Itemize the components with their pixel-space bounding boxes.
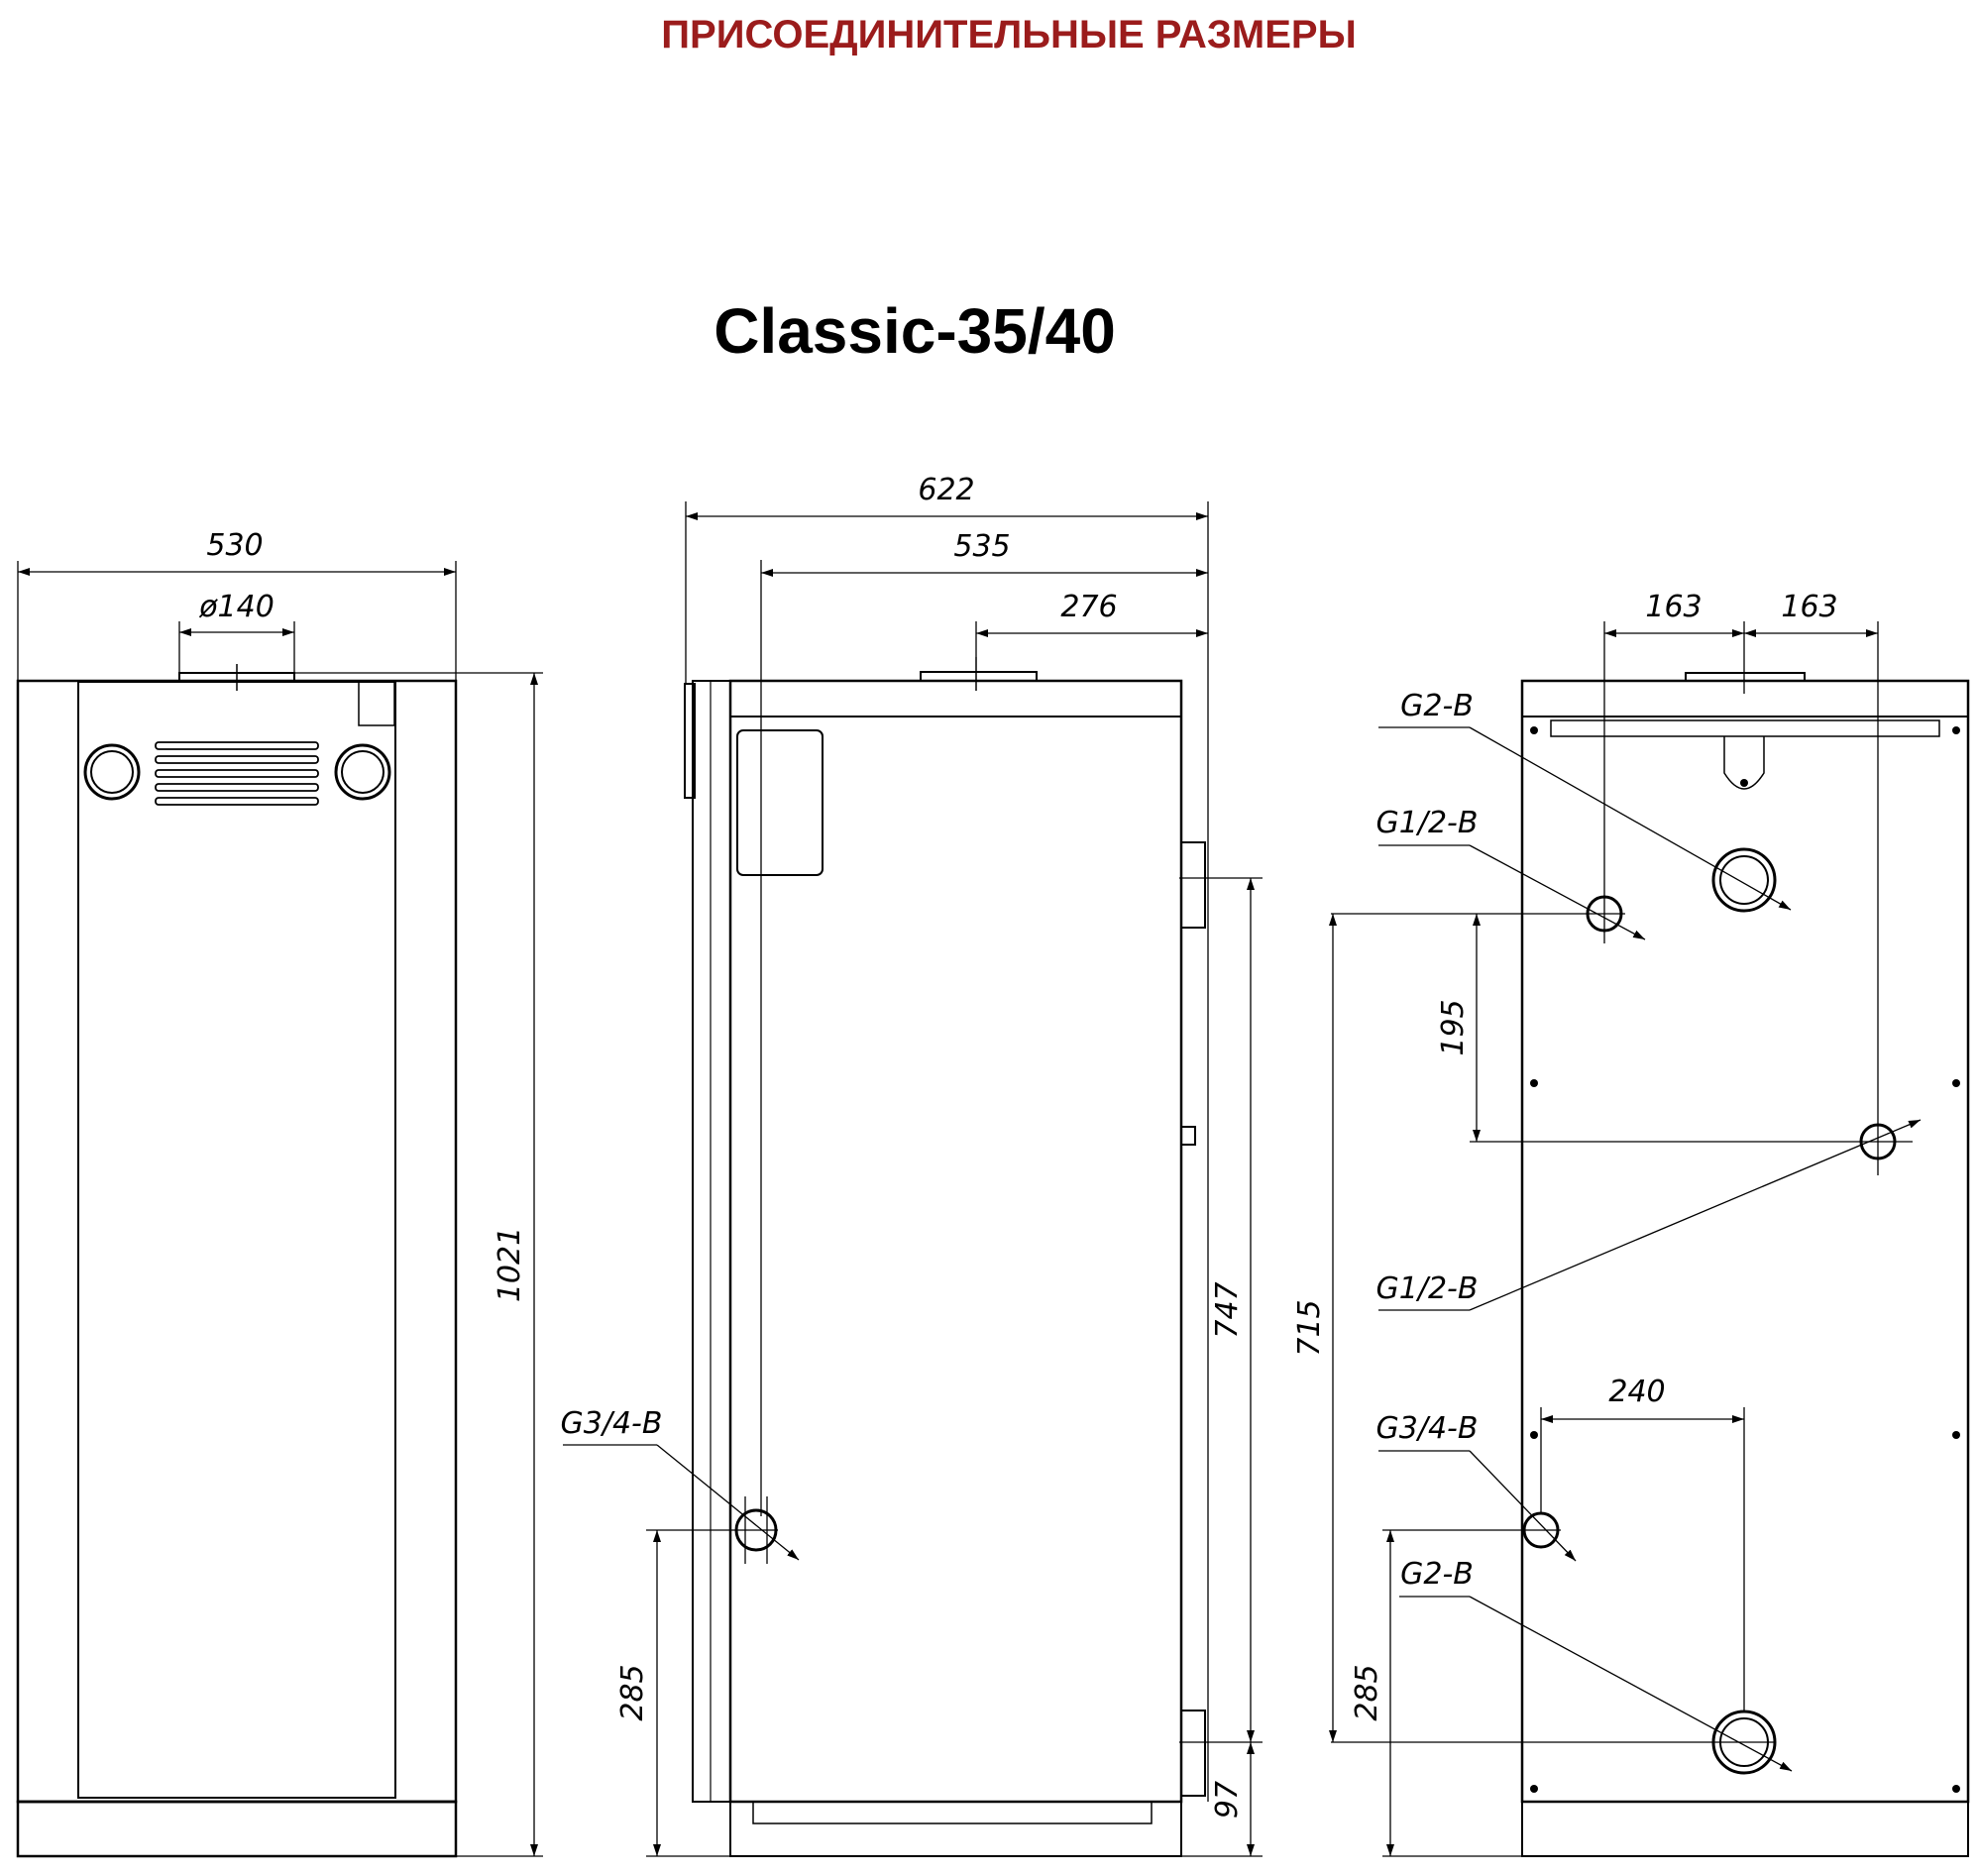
rear-top-outlet-icon [1711, 847, 1777, 913]
rear-upper-small-label: G1/2-B [1376, 806, 1479, 840]
side-depth-body-label: 535 [953, 529, 1010, 564]
front-width-label: 530 [206, 528, 263, 563]
rear-bottom-inlet-label: G2-B [1400, 1557, 1474, 1592]
side-upper-height-label: 747 [1210, 1281, 1245, 1338]
rear-side-small-label: G1/2-B [1376, 1271, 1479, 1306]
side-view: G3/4-B 622 535 276 747 97 [561, 473, 1263, 1857]
dim-front-flue: ø140 [178, 590, 295, 672]
front-port-right-icon [334, 743, 391, 801]
dim-side-drain-height: 285 [615, 1529, 778, 1857]
model-title: Classic-35/40 [714, 295, 1116, 367]
rear-side-small-leader: G1/2-B [1376, 1119, 1922, 1311]
rear-drain-label: G3/4-B [1376, 1411, 1479, 1446]
front-height-label: 1021 [493, 1227, 527, 1302]
rear-drain-leader: G3/4-B [1376, 1411, 1577, 1562]
dim-rear-195: 195 [1331, 913, 1913, 1143]
dim-side-depth: 622 535 276 [685, 473, 1209, 1802]
rear-top-outlet-leader: G2-B [1378, 689, 1792, 911]
rear-view: 163 163 G2-B G1/2-B G1/2-B G3/4-B G2-B [1292, 590, 1970, 1857]
dim-front-width: 530 [17, 528, 457, 680]
page-title: ПРИСОЕДИНИТЕЛЬНЫЕ РАЗМЕРЫ [661, 13, 1356, 56]
dim-front-height: 1021 [295, 672, 543, 1857]
dim-rear-285: 285 [1350, 1529, 1561, 1857]
rear-flue-right-label: 163 [1781, 590, 1837, 624]
dim-side-heights: 747 97 [1179, 877, 1263, 1857]
side-flue-offset-label: 276 [1060, 590, 1117, 624]
rear-715-label: 715 [1292, 1299, 1327, 1356]
rear-285-label: 285 [1350, 1664, 1384, 1720]
rear-top-outlet-label: G2-B [1400, 689, 1474, 723]
dim-rear-715: 715 [1292, 914, 1774, 1743]
rear-195-label: 195 [1436, 999, 1471, 1055]
side-depth-total-label: 622 [918, 473, 974, 507]
side-drain-label: G3/4-B [561, 1406, 663, 1441]
front-port-left-icon [83, 743, 141, 801]
rear-mount-holes-icon [1530, 726, 1960, 1793]
side-drain-leader: G3/4-B [561, 1406, 800, 1561]
side-lower-height-label: 97 [1210, 1781, 1245, 1819]
rear-upper-small-leader: G1/2-B [1376, 806, 1646, 940]
rear-flue-left-label: 163 [1645, 590, 1702, 624]
dim-rear-flue-offsets: 163 163 [1603, 590, 1879, 1175]
dim-rear-240: 240 [1540, 1375, 1745, 1711]
front-flue-label: ø140 [198, 590, 275, 624]
front-vent-slots-icon [155, 741, 319, 806]
rear-bottom-inlet-leader: G2-B [1399, 1557, 1793, 1772]
rear-240-label: 240 [1608, 1375, 1665, 1409]
front-view: 530 ø140 1021 [16, 528, 543, 1858]
side-drain-height-label: 285 [615, 1664, 650, 1720]
